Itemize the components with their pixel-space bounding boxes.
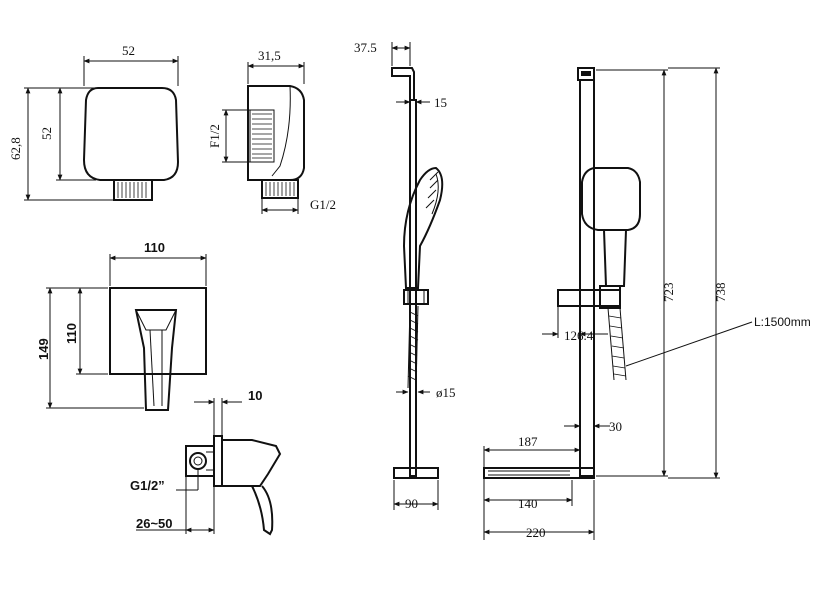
mixer-plate-height-label: 110 [64,323,79,344]
rail-front-bar-offset-label: 30 [609,419,622,434]
mixer-plate [109,287,207,375]
mixer-offset-label: 10 [248,388,262,403]
elbow-side-thread [261,179,299,199]
rail-front-height-inner-label: 723 [661,283,676,303]
rail-front-hose-length-label: L:1500mm [754,315,811,329]
elbow-side-inner-thread [249,109,275,163]
elbow-front-thread [113,179,153,201]
elbow-inner-thread-label: F1/2 [207,124,222,148]
rail-side-bar-width-label: 15 [434,95,447,110]
rail-front-handshower-handle [602,229,628,287]
rail-side-top-bracket [391,67,415,101]
elbow-width-label: 52 [122,43,135,58]
rail-front-holder [557,289,621,307]
rail-front-shelf [483,467,595,479]
rail-front-handshower-head [581,167,641,231]
elbow-total-height-label: 62,8 [8,137,23,160]
rail-front-holder-reach-label: 126.4 [564,328,594,343]
rail-front-shelf-span-label: 187 [518,434,538,449]
rail-side-hose-diameter-label: ø15 [436,385,456,400]
elbow-side-view: 31,5 F1/2 G1/2 [207,48,336,214]
elbow-front-body [82,87,180,181]
elbow-outer-thread-label: G1/2 [310,197,336,212]
elbow-side-body [247,85,305,181]
mixer-width-label: 110 [144,240,165,255]
mixer-front-view: 110 110 149 [36,240,207,411]
mixer-side-plate [213,435,223,487]
rail-side-top-offset-label: 37.5 [354,40,377,55]
rail-front-bar [579,79,595,477]
rail-side-handshower [402,166,444,289]
rail-front-height-total-label: 738 [713,283,728,303]
rail-front-base-width-label: 220 [526,525,546,540]
rail-side-base-width-label: 90 [405,496,418,511]
elbow-front-view: 52 52 62,8 [8,43,180,201]
mixer-side-lever [251,485,274,536]
elbow-height-label: 52 [39,127,54,140]
rail-side-base [393,467,439,479]
mixer-side-inlet [189,452,207,470]
mixer-side-view: 10 G1/2” 26~50 [130,388,282,536]
rail-front-shelf-width-label: 140 [518,496,538,511]
mixer-total-height-label: 149 [36,338,51,360]
mixer-thread-label: G1/2” [130,478,165,493]
rail-front-view: L:1500mm 126.4 723 738 30 187 140 220 [483,67,811,540]
mixer-side-body [222,439,282,487]
mixer-wall-depth-label: 26~50 [136,516,173,531]
rail-side-holder [403,289,429,305]
mixer-handle [134,309,178,411]
rail-side-view: 37.5 15 ø15 90 [354,40,456,511]
elbow-depth-label: 31,5 [258,48,281,63]
